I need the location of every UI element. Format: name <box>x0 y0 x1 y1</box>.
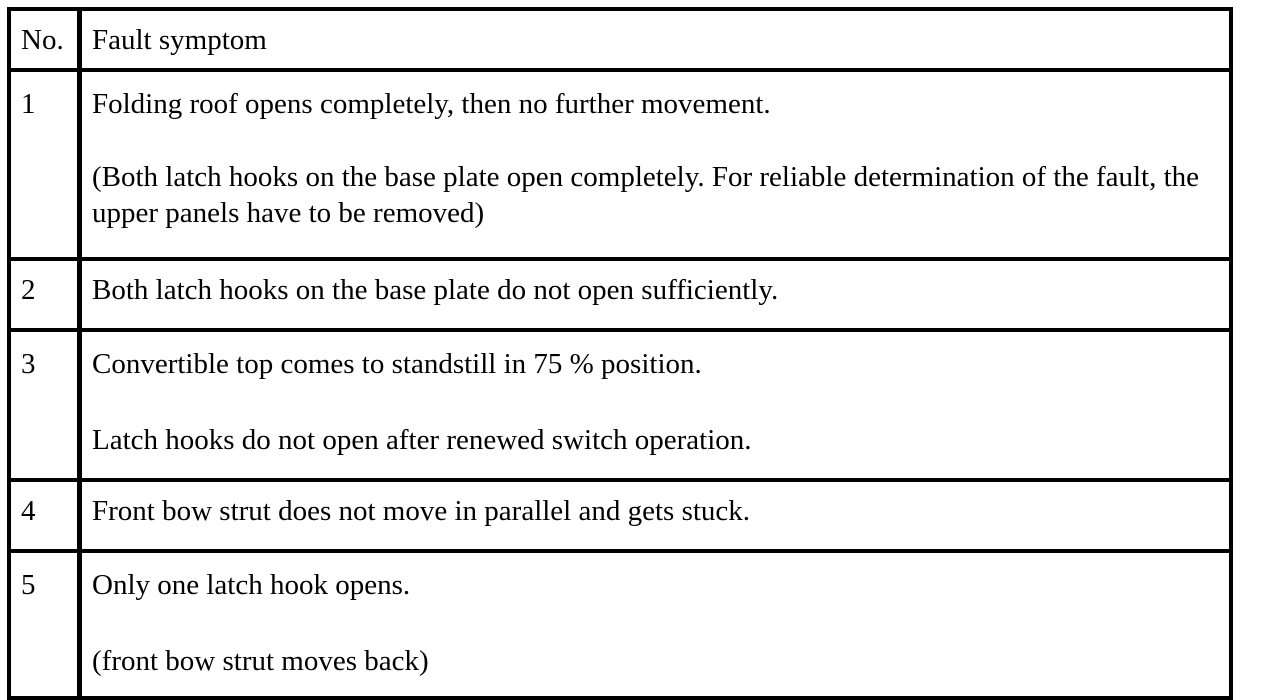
row-symptom: Convertible top comes to standstill in 7… <box>77 328 1233 482</box>
row-number: 5 <box>7 549 82 700</box>
fault-symptom-table: No. Fault symptom 1 Folding roof opens c… <box>7 7 1233 700</box>
table-header-row: No. Fault symptom <box>7 7 1233 72</box>
header-no: No. <box>7 7 82 72</box>
symptom-text: Front bow strut does not move in paralle… <box>92 495 751 527</box>
symptom-text: Folding roof opens completely, then no f… <box>92 88 771 120</box>
row-number: 4 <box>7 478 82 553</box>
symptom-note: (Both latch hooks on the base plate open… <box>92 161 1200 229</box>
row-number: 1 <box>7 68 82 261</box>
table-row: 1 Folding roof opens completely, then no… <box>7 68 1233 261</box>
table-row: 2 Both latch hooks on the base plate do … <box>7 257 1233 332</box>
symptom-note: Latch hooks do not open after renewed sw… <box>92 424 752 456</box>
symptom-note: (front bow strut moves back) <box>92 645 429 677</box>
row-symptom: Only one latch hook opens. (front bow st… <box>77 549 1233 700</box>
symptom-text: Convertible top comes to standstill in 7… <box>92 348 702 380</box>
table-row: 3 Convertible top comes to standstill in… <box>7 328 1233 482</box>
row-number: 2 <box>7 257 82 332</box>
row-number: 3 <box>7 328 82 482</box>
row-symptom: Folding roof opens completely, then no f… <box>77 68 1233 261</box>
table-row: 4 Front bow strut does not move in paral… <box>7 478 1233 553</box>
row-symptom: Both latch hooks on the base plate do no… <box>77 257 1233 332</box>
symptom-text: Only one latch hook opens. <box>92 569 411 601</box>
header-fault-symptom: Fault symptom <box>77 7 1233 72</box>
row-symptom: Front bow strut does not move in paralle… <box>77 478 1233 553</box>
table-row: 5 Only one latch hook opens. (front bow … <box>7 549 1233 700</box>
symptom-text: Both latch hooks on the base plate do no… <box>92 274 779 306</box>
